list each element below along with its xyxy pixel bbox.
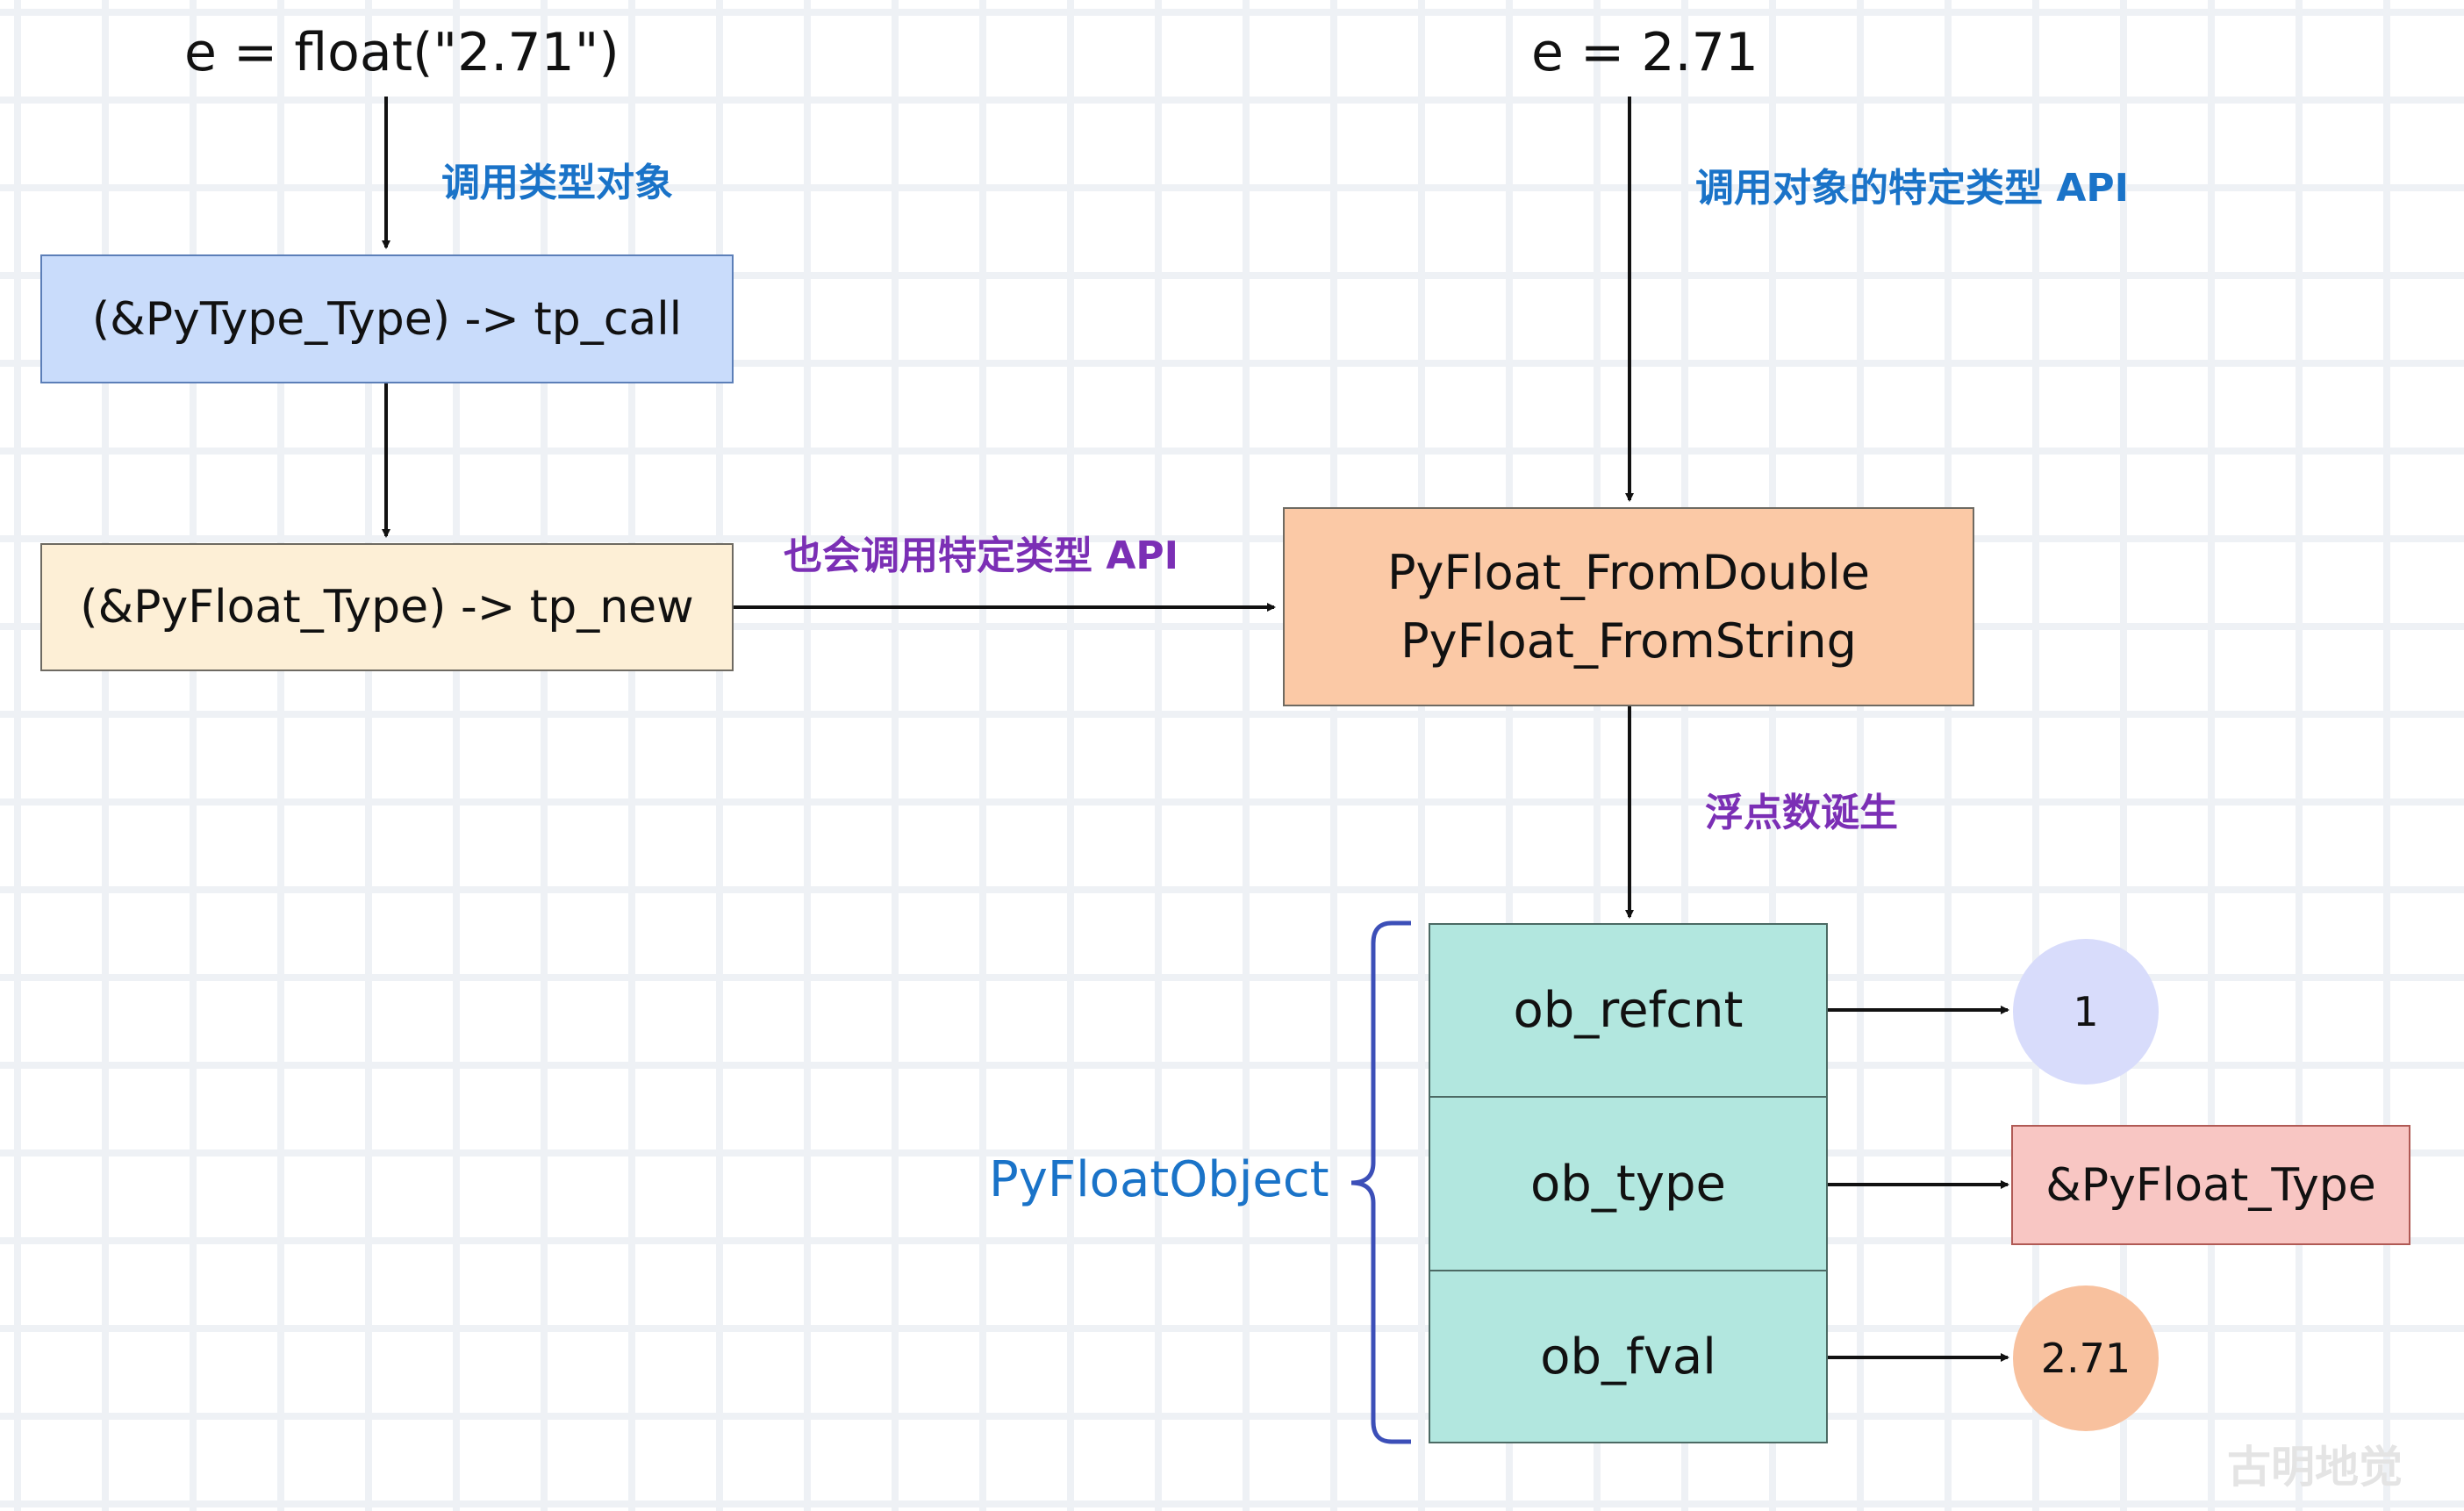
float-api-box: PyFloat_FromDouble PyFloat_FromString — [1283, 507, 1974, 706]
label-float-birth: 浮点数诞生 — [1705, 791, 1898, 835]
right-expression: e = 2.71 — [1531, 22, 1758, 83]
label-also-call-api: 也会调用特定类型 API — [784, 534, 1178, 578]
fval-value: 2.71 — [2013, 1285, 2159, 1431]
refcnt-value: 1 — [2013, 939, 2159, 1085]
label-call-specific-api: 调用对象的特定类型 API — [1695, 166, 2129, 211]
api-from-string: PyFloat_FromString — [1400, 612, 1857, 669]
api-from-double: PyFloat_FromDouble — [1386, 544, 1871, 600]
tp-new-box: (&PyFloat_Type) -> tp_new — [40, 543, 734, 671]
field-ob-refcnt: ob_refcnt — [1429, 923, 1828, 1098]
brace — [1350, 920, 1411, 1444]
type-value-box: &PyFloat_Type — [2011, 1125, 2410, 1245]
left-expression: e = float("2.71") — [184, 22, 620, 83]
struct-name-label: PyFloatObject — [989, 1151, 1329, 1208]
field-ob-fval: ob_fval — [1429, 1270, 1828, 1443]
field-ob-type: ob_type — [1429, 1096, 1828, 1271]
watermark: 古明地觉 — [2227, 1442, 2403, 1493]
tp-call-box: (&PyType_Type) -> tp_call — [40, 254, 734, 383]
label-call-type-object: 调用类型对象 — [441, 161, 673, 205]
